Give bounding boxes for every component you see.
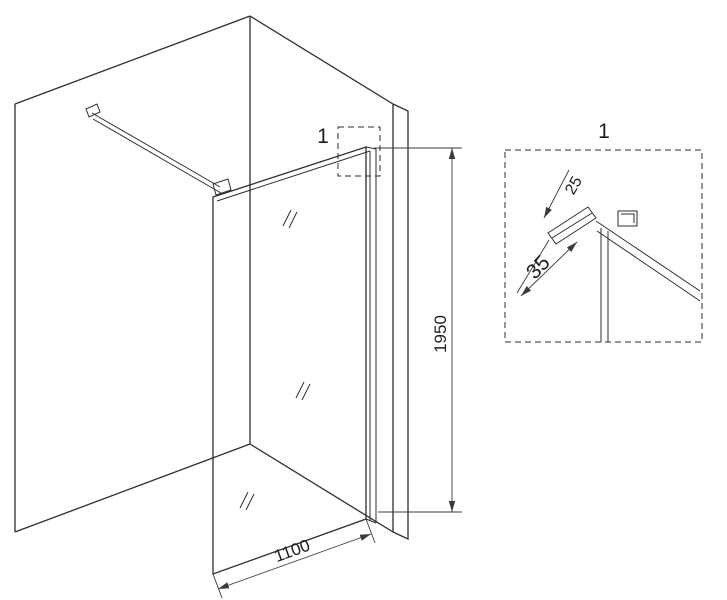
detail-dimension-25: 25 [543, 169, 586, 219]
width-extension-left [212, 573, 223, 599]
dim35-line [520, 241, 578, 297]
profile-top-tie [365, 146, 377, 150]
profile-bracket [547, 206, 597, 245]
detail-number: 1 [598, 120, 610, 143]
profile-bottom-tie [365, 518, 377, 524]
width-dimension-label: 1100 [272, 536, 313, 566]
width-dimension-line [217, 533, 372, 590]
support-bar-upper-line [91, 112, 221, 188]
detail-glass-edge-2 [596, 230, 701, 302]
glass-top-thickness [216, 150, 371, 202]
shine-mark [295, 381, 311, 401]
detail-profile-section [547, 206, 701, 342]
callout-number: 1 [317, 125, 329, 148]
width-extension-right [365, 518, 376, 544]
support-bar-lower-line [92, 118, 222, 194]
detail-dimension-35: 35 [516, 239, 578, 297]
left-wall-bottom-edge [14, 443, 251, 533]
callout-dashed-box [337, 126, 381, 177]
profile-clip-inner-line [621, 213, 635, 223]
left-wall-top-edge [14, 15, 251, 105]
shine-mark [239, 491, 255, 511]
support-bar [85, 103, 232, 196]
dim25-line [543, 169, 570, 219]
detail-callout: 1 [317, 125, 381, 177]
height-dimension-label: 1950 [431, 315, 450, 353]
dim25-label: 25 [562, 174, 586, 198]
glass-panel [212, 146, 377, 575]
dim35-label: 35 [522, 251, 555, 284]
detail-view: 1 25 35 [504, 120, 703, 343]
dimension-height: 1950 [374, 147, 462, 513]
glass-clamp-bracket [212, 178, 232, 196]
shine-mark [282, 209, 298, 229]
right-wall-thickness [392, 103, 409, 541]
profile-bracket-inner-line [551, 212, 593, 239]
detail-glass-edge-1 [595, 220, 701, 292]
wall-bracket [85, 103, 101, 118]
right-wall-bottom-edge [249, 443, 394, 533]
profile-clip [617, 210, 638, 227]
right-wall-top-edge [249, 15, 394, 105]
walls-isometric [14, 15, 409, 541]
glass-front-face [212, 146, 367, 575]
glass-shine-marks [239, 209, 311, 511]
dimension-width: 1100 [212, 518, 376, 599]
detail-dashed-border [504, 149, 703, 343]
